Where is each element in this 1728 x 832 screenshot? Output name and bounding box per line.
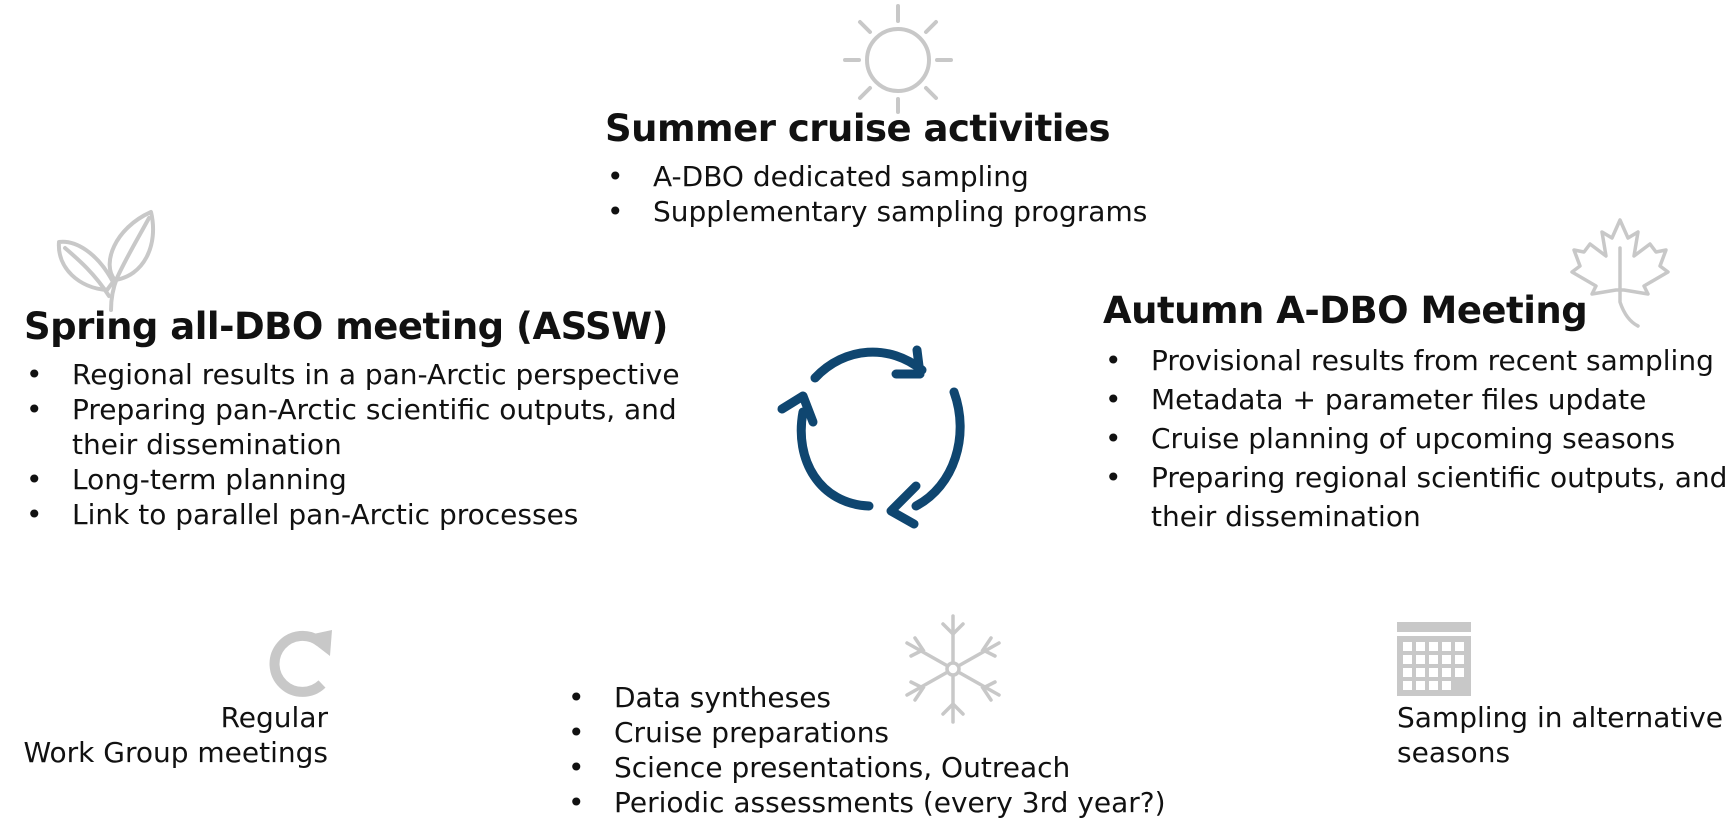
spring-section: Spring all-DBO meeting (ASSW) Regional r… <box>24 305 680 532</box>
regular-meetings-label: Regular Work Group meetings <box>23 700 328 770</box>
summer-title: Summer cruise activities <box>605 107 1111 150</box>
list-item: Provisional results from recent sampling <box>1103 341 1727 380</box>
cycle-arrows-icon <box>777 345 965 529</box>
refresh-icon <box>269 630 332 697</box>
list-item: Supplementary sampling programs <box>605 194 1147 229</box>
summer-list: A-DBO dedicated sampling Supplementary s… <box>605 159 1147 229</box>
list-item: Preparing pan-Arctic scientific outputs,… <box>24 392 680 427</box>
regular-line-1: Regular <box>220 701 328 734</box>
list-item-continuation: their dissemination <box>1151 499 1421 533</box>
list-item: Link to parallel pan-Arctic processes <box>24 497 680 532</box>
list-item: Cruise planning of upcoming seasons <box>1103 419 1727 458</box>
sun-icon <box>843 4 953 114</box>
alternative-line-1: Sampling in alternative <box>1397 701 1724 734</box>
calendar-icon <box>1397 622 1471 696</box>
winter-section: Data syntheses Cruise preparations Scien… <box>566 680 1166 820</box>
regular-line-2: Work Group meetings <box>23 736 328 769</box>
spring-list: Regional results in a pan-Arctic perspec… <box>24 357 680 532</box>
list-item: Preparing regional scientific outputs, a… <box>1103 458 1727 497</box>
autumn-section: Autumn A-DBO Meeting Provisional results… <box>1103 289 1727 536</box>
autumn-title: Autumn A-DBO Meeting <box>1103 289 1588 332</box>
list-item: Long-term planning <box>24 462 680 497</box>
alternative-line-2: seasons <box>1397 736 1511 769</box>
summer-section: Summer cruise activities A-DBO dedicated… <box>605 107 1147 229</box>
list-item: Science presentations, Outreach <box>566 750 1166 785</box>
spring-title: Spring all-DBO meeting (ASSW) <box>24 305 668 348</box>
list-item: A-DBO dedicated sampling <box>605 159 1147 194</box>
winter-list: Data syntheses Cruise preparations Scien… <box>566 680 1166 820</box>
list-item-continuation: their dissemination <box>72 427 342 461</box>
list-item: Data syntheses <box>566 680 1166 715</box>
leaf-icon <box>56 210 156 312</box>
list-item: Regional results in a pan-Arctic perspec… <box>24 357 680 392</box>
alternative-seasons-label: Sampling in alternative seasons <box>1397 700 1723 770</box>
list-item: Cruise preparations <box>566 715 1166 750</box>
autumn-list: Provisional results from recent sampling… <box>1103 341 1727 536</box>
maple-leaf-icon <box>1570 218 1670 328</box>
list-item: Metadata + parameter files update <box>1103 380 1727 419</box>
list-item: Periodic assessments (every 3rd year?) <box>566 785 1166 820</box>
